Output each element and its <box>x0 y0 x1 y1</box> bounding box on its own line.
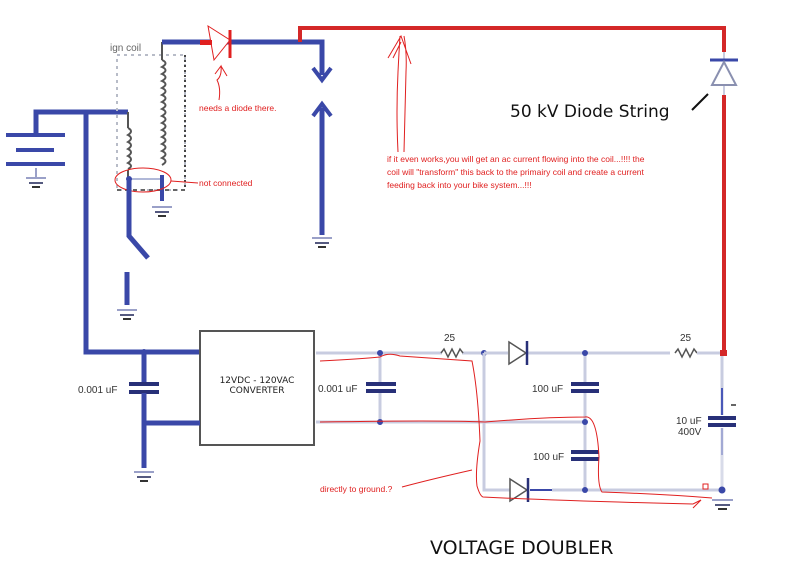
ac-current-note-line-3: feeding back into your bike system...!!! <box>387 180 532 190</box>
diode-string-label: 50 kV Diode String <box>510 102 670 122</box>
output-capacitor <box>366 382 396 393</box>
doubler-capacitor-top-label: 100 uF <box>532 384 563 395</box>
resistor-2 <box>674 347 722 359</box>
resistor-2-label: 25 <box>680 333 692 344</box>
ground-icon <box>134 471 154 482</box>
needs-diode-note: needs a diode there. <box>199 103 277 113</box>
ignition-coil: ign coil <box>110 42 186 201</box>
storage-capacitor <box>708 356 736 494</box>
current-flow-arrow-sketch <box>387 34 412 153</box>
ignition-coil-label: ign coil <box>110 43 141 54</box>
diode-bottom <box>509 477 530 503</box>
high-voltage-wire <box>298 26 726 52</box>
spark-gap-lower-arrow <box>311 100 333 118</box>
resistor-1-label: 25 <box>444 333 456 344</box>
rewire-sketch <box>319 353 713 509</box>
doubler-capacitor-bottom-label: 100 uF <box>533 452 564 463</box>
input-capacitor-label: 0.001 uF <box>78 385 117 396</box>
ground-icon <box>152 206 172 217</box>
ac-current-note-line-1: if it even works,you will get an ac curr… <box>387 154 645 164</box>
diode-string-pointer <box>691 93 709 111</box>
converter-label-line-2: CONVERTER <box>230 386 285 396</box>
input-capacitor <box>129 349 200 468</box>
diode-string-symbol <box>710 52 738 95</box>
storage-capacitor-label-2: 400V <box>678 427 702 438</box>
output-capacitor-label: 0.001 uF <box>318 384 357 395</box>
added-diode-sketch <box>200 24 232 101</box>
not-connected-note: not connected <box>199 178 253 188</box>
supply-wire <box>83 112 200 355</box>
spark-gap-upper-arrow <box>311 66 333 84</box>
directly-to-ground-note: directly to ground.? <box>320 484 393 494</box>
converter-label-line-1: 12VDC - 120VAC <box>220 376 295 386</box>
storage-capacitor-label-1: 10 uF <box>676 416 702 427</box>
doubler-capacitor-bottom <box>571 450 599 461</box>
resistor-1 <box>440 347 464 359</box>
ground-icon <box>712 499 733 510</box>
battery-symbol <box>6 109 128 178</box>
ac-current-note-line-2: coil will "transform" this back to the p… <box>387 167 645 177</box>
doubler-capacitor-top <box>571 382 599 393</box>
hv-junction <box>720 350 727 356</box>
ground-icon <box>26 177 46 188</box>
contact-breaker-switch <box>124 179 150 305</box>
ground-icon <box>312 237 332 248</box>
converter-block <box>199 330 315 446</box>
not-connected-highlight <box>114 167 172 193</box>
diode-top <box>508 340 529 366</box>
diagram-title: VOLTAGE DOUBLER <box>430 537 613 559</box>
ground-icon <box>117 309 137 320</box>
doubler-wiring <box>481 350 722 493</box>
